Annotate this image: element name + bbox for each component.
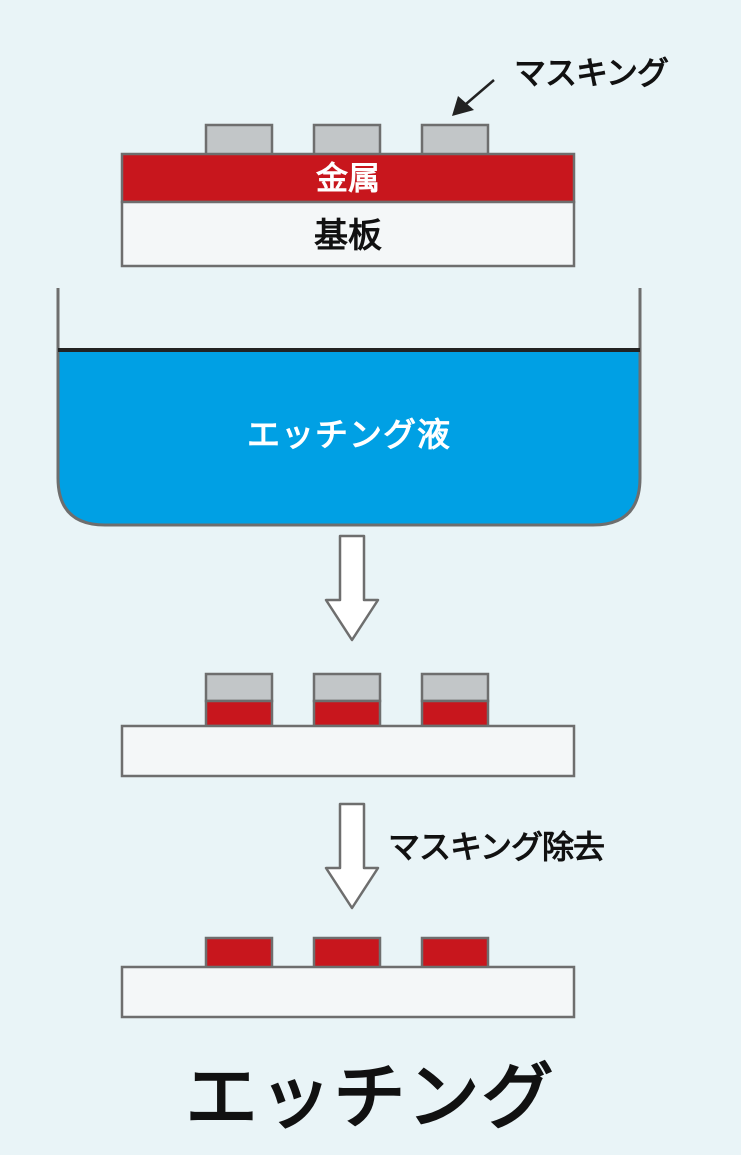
down-arrow-1 <box>324 534 380 642</box>
metal-pattern-final-1 <box>204 936 274 970</box>
etching-bath <box>56 288 642 527</box>
masking-pointer-arrow <box>452 79 495 116</box>
substrate-label: 基板 <box>314 216 382 256</box>
etching-liquid-label: エッチング液 <box>247 415 451 454</box>
metal-pattern-etched-2 <box>312 699 382 728</box>
metal-pattern-etched-3 <box>420 699 490 728</box>
down-arrow-2 <box>324 802 380 910</box>
stack-after-mask-removal <box>120 936 576 1019</box>
bath-liquid <box>58 350 640 525</box>
mask-block-etched-1 <box>204 672 274 703</box>
masking-removal-label: マスキング除去 <box>388 828 605 866</box>
mask-block-1 <box>204 123 274 157</box>
substrate-final <box>120 965 576 1019</box>
masking-label: マスキング <box>514 54 669 92</box>
substrate-etched <box>120 724 576 778</box>
bath-container-outline <box>56 288 642 527</box>
metal-pattern-final-2 <box>312 936 382 970</box>
metal-layer <box>120 152 576 204</box>
stack-before-etching <box>120 123 576 268</box>
metal-pattern-final-3 <box>420 936 490 970</box>
substrate-layer <box>120 200 576 268</box>
metal-pattern-etched-1 <box>204 699 274 728</box>
mask-block-2 <box>312 123 382 157</box>
mask-block-etched-2 <box>312 672 382 703</box>
mask-block-3 <box>420 123 490 157</box>
mask-block-etched-3 <box>420 672 490 703</box>
stack-after-etching <box>120 672 576 778</box>
metal-label: 金属 <box>315 159 380 197</box>
diagram-title: エッチング <box>185 1055 556 1139</box>
